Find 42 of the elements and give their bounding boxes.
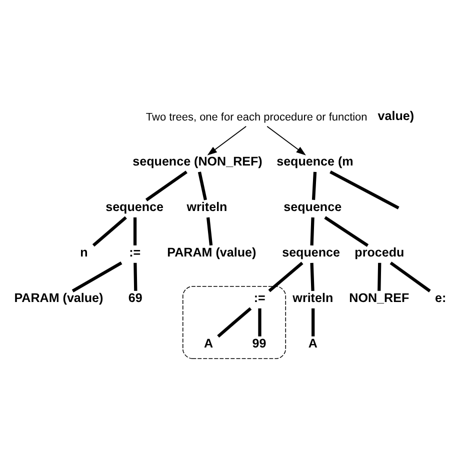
- arrow: [207, 126, 247, 156]
- label: value): [378, 108, 414, 123]
- node-text: :=: [129, 245, 141, 260]
- node-text: NON_REF: [349, 290, 410, 305]
- node-text: procedu: [354, 245, 404, 260]
- node-text: n: [80, 245, 88, 260]
- connector: [133, 217, 137, 246]
- connector: [268, 262, 304, 292]
- connector: [198, 172, 207, 200]
- connector: [145, 170, 188, 202]
- node-text: 99: [252, 336, 266, 350]
- node-text: e:: [435, 290, 446, 305]
- connector: [310, 217, 314, 246]
- node-text: PARAM (value): [167, 245, 256, 260]
- node-text: sequence: [282, 245, 340, 260]
- node-text: 69: [128, 290, 142, 305]
- connector: [330, 170, 400, 210]
- connector: [206, 217, 213, 246]
- connector: [312, 308, 315, 336]
- node-text: sequence (NON_REF): [132, 154, 262, 168]
- node-text: sequence: [106, 200, 164, 214]
- cluster: [182, 286, 286, 359]
- connector: [92, 216, 127, 247]
- connector: [134, 262, 138, 291]
- connector: [390, 262, 431, 292]
- node-text: Two trees, one for each procedure or function: [146, 112, 368, 124]
- connector: [217, 307, 252, 338]
- node-text: :=: [254, 290, 266, 305]
- arrow: [266, 126, 306, 156]
- connector: [72, 262, 122, 292]
- connector: [258, 308, 262, 336]
- node-text: A: [204, 336, 214, 350]
- connector: [312, 172, 317, 200]
- node-text: writeln: [186, 200, 228, 214]
- node-text: PARAM (value): [14, 290, 104, 305]
- node-text: sequence (m: [276, 154, 354, 168]
- connector: [378, 262, 382, 291]
- node-text: sequence: [284, 200, 342, 214]
- node-text: writeln: [292, 290, 334, 305]
- node-text: A: [308, 336, 318, 350]
- connector: [324, 216, 369, 247]
- connector: [310, 262, 314, 291]
